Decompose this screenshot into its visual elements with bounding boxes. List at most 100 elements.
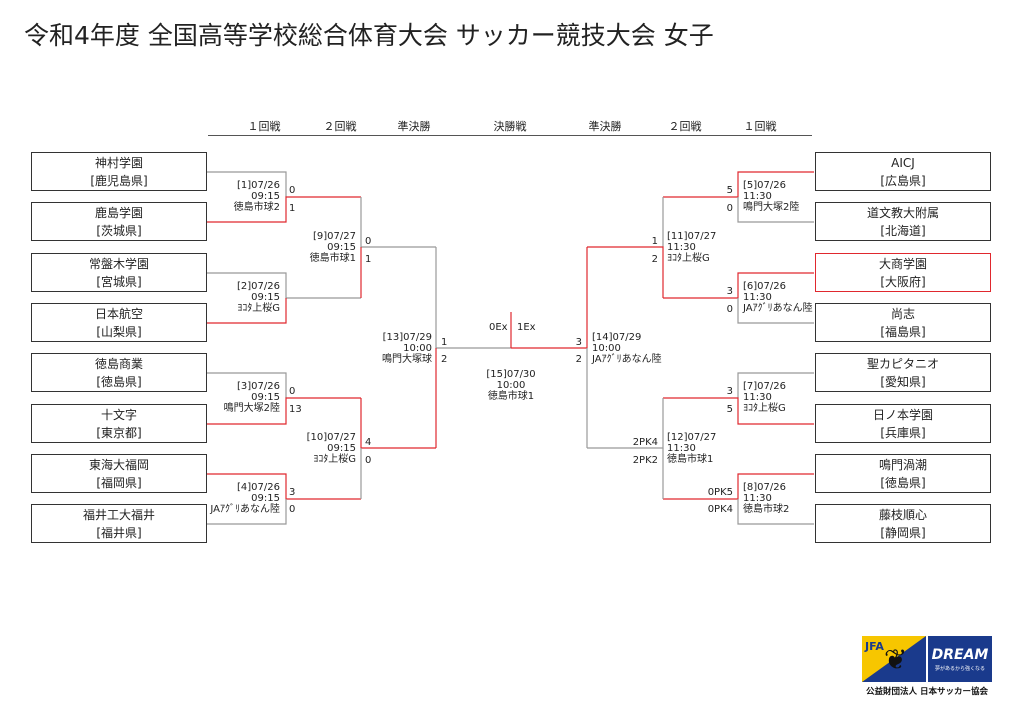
match-9-info: [9]07/27 09:15 徳島市球1 <box>272 231 356 264</box>
dream-subtext: 夢があるから強くなる <box>934 666 985 672</box>
match-number: [4]07/26 <box>237 482 280 493</box>
match-venue: 徳島市球1 <box>487 391 535 402</box>
team-prefecture: [鹿児島県] <box>90 174 148 188</box>
match-9-score-top: 0 <box>365 236 372 247</box>
match-number: [13]07/29 <box>382 332 432 343</box>
round-header-r1-left: １回戦 <box>247 120 281 133</box>
match-time: 11:30 <box>743 292 772 303</box>
match-number: [8]07/26 <box>743 482 786 493</box>
team-prefecture: [愛知県] <box>880 375 926 389</box>
team-name: 日本航空 <box>94 307 143 321</box>
team-slot-6: 十文字[東京都] <box>31 404 207 443</box>
team-name: 鳴門渦潮 <box>878 458 927 472</box>
match-number: [14]07/29 <box>592 332 642 343</box>
match-time: 11:30 <box>743 392 772 403</box>
match-1-info: [1]07/26 09:15 徳島市球2 <box>196 180 280 213</box>
team-name: 福井工大福井 <box>82 508 155 522</box>
round-header-r2-right: ２回戦 <box>668 120 702 133</box>
match-6-score-top: 3 <box>726 286 733 297</box>
team-name: 尚志 <box>890 307 915 321</box>
match-time: 09:15 <box>251 392 280 403</box>
team-slot-12: 尚志 [福島県] <box>815 303 991 342</box>
match-venue: 鳴門大塚2陸 <box>743 202 800 213</box>
team-prefecture: [茨城県] <box>96 224 142 238</box>
match-venue: ﾖｺﾀ上桜G <box>743 403 786 414</box>
match-12-score-bottom: 2PK2 <box>632 455 658 466</box>
match-9-score-bottom: 1 <box>365 254 372 265</box>
team-name: 徳島商業 <box>94 357 143 371</box>
match-10-score-bottom: 0 <box>365 455 372 466</box>
match-venue: 徳島市球2 <box>233 202 280 213</box>
team-prefecture: [福島県] <box>880 325 926 339</box>
match-number: [5]07/26 <box>743 180 786 191</box>
match-6-score-bottom: 0 <box>726 304 733 315</box>
match-14-score-top: 3 <box>575 337 582 348</box>
match-12-score-top: 2PK4 <box>632 437 658 448</box>
team-name: 藤枝順心 <box>878 508 927 522</box>
team-prefecture: [静岡県] <box>880 526 926 540</box>
round-header-sf-left: 準決勝 <box>397 120 431 133</box>
match-venue: 徳島市球2 <box>743 504 790 515</box>
team-slot-13: 聖カピタニオ[愛知県] <box>815 353 991 392</box>
team-name: 神村学園 <box>94 156 143 170</box>
match-venue: JAｱｸﾞﾘあなん陸 <box>210 504 280 515</box>
match-3-score-bottom: 13 <box>289 404 302 415</box>
line-m11-bottom <box>587 246 664 298</box>
line-m5-top <box>663 171 814 198</box>
match-4-score-top: 3 <box>289 487 296 498</box>
organization-name: 公益財団法人 日本サッカー協会 <box>866 687 988 697</box>
match-number: [7]07/26 <box>743 381 786 392</box>
round-header-sf-right: 準決勝 <box>588 120 622 133</box>
match-4-score-bottom: 0 <box>289 504 296 515</box>
header-divider <box>208 135 812 136</box>
match-time: 11:30 <box>667 443 696 454</box>
line-m7-top <box>737 372 814 398</box>
line-m4-top <box>207 473 361 500</box>
line-m1-top <box>207 171 287 197</box>
line-m3-bottom <box>207 397 361 425</box>
match-12-info: [12]07/27 11:30 徳島市球1 <box>667 432 716 465</box>
match-time: 10:00 <box>403 343 432 354</box>
match-number: [11]07/27 <box>667 231 717 242</box>
yatagarasu-icon: ❦ <box>884 643 908 676</box>
match-3-info: [3]07/26 09:15 鳴門大塚2陸 <box>196 381 280 414</box>
team-slot-4: 日本航空 [山梨県] <box>31 303 207 342</box>
match-5-score-bottom: 0 <box>726 203 733 214</box>
match-14-score-bottom: 2 <box>575 354 582 365</box>
team-name: 常盤木学園 <box>88 257 149 271</box>
match-10-score-top: 4 <box>365 437 372 448</box>
line-m8-top <box>663 473 814 500</box>
match-number: [1]07/26 <box>237 180 280 191</box>
team-prefecture: [大阪府] <box>880 275 926 289</box>
match-time: 11:30 <box>667 242 696 253</box>
team-name: AICJ <box>891 156 915 170</box>
match-8-info: [8]07/26 11:30 徳島市球2 <box>743 482 789 515</box>
match-2-info: [2]07/26 09:15 ﾖｺﾀ上桜G <box>196 281 280 314</box>
team-name: 鹿島学園 <box>94 206 143 220</box>
match-8-score-top: 0PK5 <box>707 487 733 498</box>
team-slot-5: 徳島商業[徳島県] <box>31 353 207 392</box>
line-m7-bottom <box>663 397 814 425</box>
match-11-score-bottom: 2 <box>651 254 658 265</box>
team-prefecture: [福岡県] <box>96 476 142 490</box>
jfa-emblem-text: JFA <box>865 640 884 653</box>
team-name: 大商学園 <box>878 257 927 271</box>
team-slot-16: 藤枝順心 [静岡県] <box>815 504 991 543</box>
team-slot-9: AICJ[広島県] <box>815 152 991 191</box>
team-slot-15: 鳴門渦潮[徳島県] <box>815 454 991 493</box>
team-prefecture: [山梨県] <box>96 325 142 339</box>
team-slot-8: 福井工大福井[福井県] <box>31 504 207 543</box>
round-header-r2-left: ２回戦 <box>323 120 357 133</box>
line-m2-bottom <box>207 298 287 324</box>
match-11-info: [11]07/27 11:30 ﾖｺﾀ上桜G <box>667 231 716 264</box>
match-1-score-bottom: 1 <box>289 203 296 214</box>
round-header-final: 決勝戦 <box>493 120 527 133</box>
line-m6-top <box>663 272 814 299</box>
match-venue: 徳島市球1 <box>667 454 714 465</box>
match-14-info: [14]07/29 10:00 JAｱｸﾞﾘあなん陸 <box>592 332 662 365</box>
team-prefecture: [東京都] <box>96 426 142 440</box>
match-8-score-bottom: 0PK4 <box>707 504 733 515</box>
dream-logo: DREAM 夢があるから強くなる <box>928 636 992 682</box>
match-5-score-top: 5 <box>726 185 733 196</box>
